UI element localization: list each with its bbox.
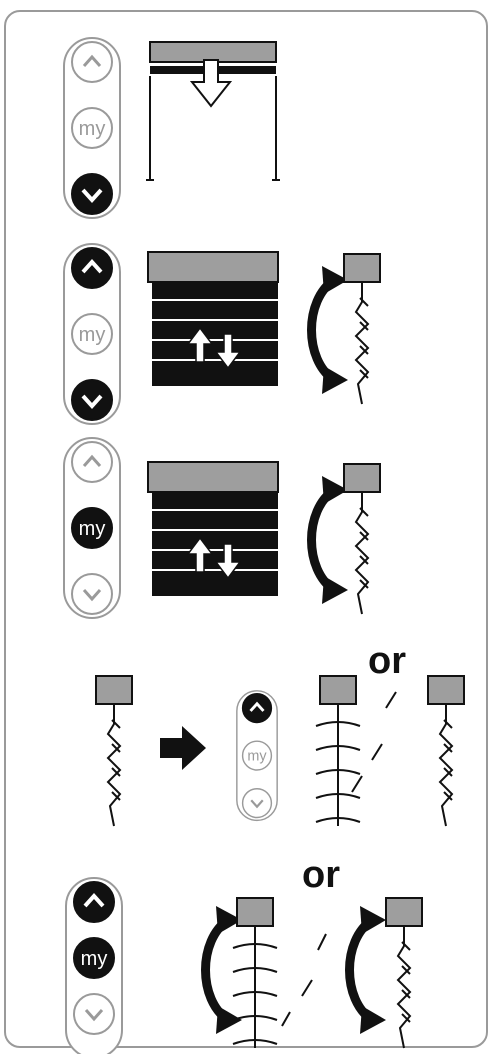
up-key[interactable] [73,881,115,923]
down-arrow-icon [189,59,233,108]
my-key[interactable]: my [71,507,113,549]
chevron-down-icon [82,589,102,602]
my-key-label: my [247,749,267,765]
my-key[interactable]: my [71,313,113,355]
chevron-down-icon [84,1009,104,1022]
chevron-up-icon [82,454,102,467]
divider-slash [281,933,327,1027]
up-key[interactable] [71,41,113,83]
step-1: my [63,37,280,219]
step-2-remote: my [63,243,121,425]
chevron-up-icon [249,701,265,712]
slat-tilt-icon [343,253,381,405]
my-key-label: my [81,948,108,970]
chevron-up-icon [81,259,103,274]
my-key[interactable]: my [71,107,113,149]
step-3: my [63,437,381,619]
slat-tilt-icon [343,463,381,615]
down-key[interactable] [71,573,113,615]
chevron-down-icon [250,799,264,809]
up-arrow-icon [186,326,214,363]
or-label: or [302,854,340,896]
slat-tilt-icon [95,675,133,827]
chevron-down-icon [81,188,103,203]
up-key[interactable] [71,441,113,483]
right-arrow-icon [160,726,206,770]
my-key-label: my [79,518,106,540]
up-arrow-icon [186,536,214,573]
step-3-remote: my [63,437,121,619]
step-4: my [95,675,465,827]
step-2: my [63,243,381,425]
my-key[interactable]: my [241,740,273,771]
my-key-label: my [79,118,106,140]
step-5-remote: my [65,877,123,1054]
step-1-remote: my [63,37,121,219]
chevron-up-icon [83,893,105,908]
chevron-down-icon [81,394,103,409]
instruction-panel [4,10,488,1048]
blind-lowering-illustration [146,41,280,181]
slat-open-icon [315,675,361,827]
down-arrow-icon [214,333,242,370]
step-4-remote: my [236,690,278,822]
chevron-up-icon [82,54,102,67]
up-key[interactable] [241,692,273,724]
divider-slash [351,691,397,793]
down-arrow-icon [214,543,242,580]
slat-tilt-icon [427,675,465,827]
rotate-arrow-icon [312,476,349,604]
down-key[interactable] [73,993,115,1035]
my-key-label: my [79,324,106,346]
slat-open-icon [232,897,278,1049]
rotate-arrow-icon [350,906,387,1034]
up-key[interactable] [71,247,113,289]
step-5: my [65,877,423,1054]
or-label: or [368,640,406,682]
my-key[interactable]: my [73,937,115,979]
rotate-arrow-icon [312,266,349,394]
blind-my-position-illustration [147,461,279,596]
down-key[interactable] [71,379,113,421]
down-key[interactable] [241,787,273,819]
blind-tilting-illustration [147,251,279,386]
slat-tilt-icon [385,897,423,1049]
down-key[interactable] [71,173,113,215]
